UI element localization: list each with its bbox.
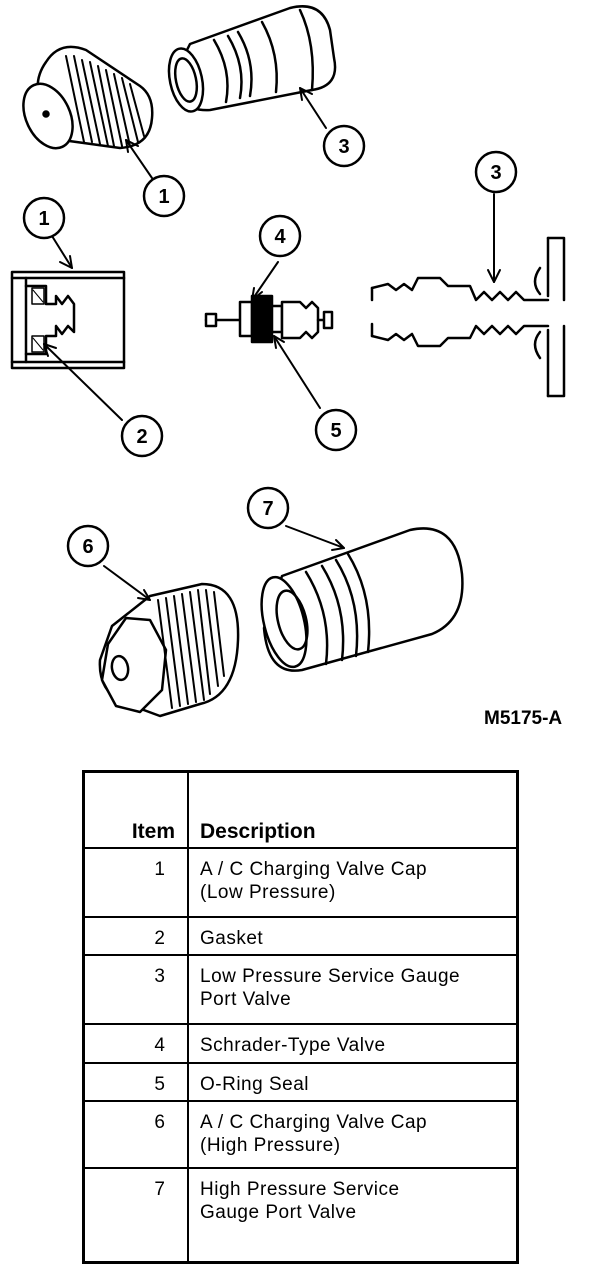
callout-5: 5 xyxy=(314,408,358,452)
item-number: 7 xyxy=(82,1167,189,1264)
item-description: High Pressure Service Gauge Port Valve xyxy=(187,1167,519,1264)
item-number: 2 xyxy=(82,916,189,956)
header-item: Item xyxy=(82,770,189,849)
item-number: 1 xyxy=(82,847,189,918)
callout-4: 4 xyxy=(258,214,302,258)
description-line: Schrader-Type Valve xyxy=(200,1035,386,1056)
svg-text:7: 7 xyxy=(262,498,273,520)
table-row: 3 Low Pressure Service Gauge Port Valve xyxy=(82,954,519,1025)
item-number: 4 xyxy=(82,1023,189,1064)
item-number: 3 xyxy=(82,954,189,1025)
item-number: 5 xyxy=(82,1062,189,1102)
svg-text:3: 3 xyxy=(490,162,501,184)
callout-3a: 3 xyxy=(322,124,366,168)
table-row: 4 Schrader-Type Valve xyxy=(82,1023,519,1064)
item-number: 6 xyxy=(82,1100,189,1169)
parts-legend-table: Item Description 1 A / C Charging Valve … xyxy=(82,770,519,1264)
low-pressure-cap-section-drawing xyxy=(10,270,126,370)
description-line: O-Ring Seal xyxy=(200,1074,309,1095)
description-line: High Pressure Service xyxy=(200,1179,400,1200)
item-description: Gasket xyxy=(187,916,519,956)
svg-text:4: 4 xyxy=(274,226,286,248)
low-pressure-cap-drawing xyxy=(22,45,154,150)
callout-6: 6 xyxy=(66,524,110,568)
table-row: 6 A / C Charging Valve Cap (High Pressur… xyxy=(82,1100,519,1169)
table-row: 5 O-Ring Seal xyxy=(82,1062,519,1102)
item-description: A / C Charging Valve Cap (Low Pressure) xyxy=(187,847,519,918)
callout-7: 7 xyxy=(246,486,290,530)
callout-2: 2 xyxy=(120,414,164,458)
figure-id: M5175-A xyxy=(484,708,563,729)
schrader-valve-drawing xyxy=(204,294,334,344)
leader-lines xyxy=(43,87,501,601)
description-line: (High Pressure) xyxy=(200,1135,341,1156)
high-pressure-cap-drawing xyxy=(98,582,240,718)
description-line: A / C Charging Valve Cap xyxy=(200,859,428,880)
description-line: Low Pressure Service Gauge xyxy=(200,966,461,987)
description-line: (Low Pressure) xyxy=(200,882,336,903)
callout-1b: 1 xyxy=(22,196,66,240)
low-pressure-port-valve-drawing xyxy=(167,5,337,113)
item-description: Schrader-Type Valve xyxy=(187,1023,519,1064)
port-valve-section-drawing xyxy=(370,236,566,398)
table-header-row: Item Description xyxy=(82,770,519,849)
header-description: Description xyxy=(187,770,519,849)
callout-3b: 3 xyxy=(474,150,518,194)
exploded-parts-diagram: 1 3 1 2 4 5 3 6 7 xyxy=(10,5,566,718)
table-row: 1 A / C Charging Valve Cap (Low Pressure… xyxy=(82,847,519,918)
svg-text:3: 3 xyxy=(338,136,349,158)
description-line: Gauge Port Valve xyxy=(200,1202,357,1223)
callout-1a: 1 xyxy=(142,174,186,218)
svg-text:5: 5 xyxy=(330,420,341,442)
svg-text:6: 6 xyxy=(82,536,93,558)
description-line: A / C Charging Valve Cap xyxy=(200,1112,428,1133)
table-row: 7 High Pressure Service Gauge Port Valve xyxy=(82,1167,519,1264)
description-line: Port Valve xyxy=(200,989,292,1010)
svg-text:1: 1 xyxy=(158,186,169,208)
description-line: Gasket xyxy=(200,928,264,949)
high-pressure-port-valve-drawing xyxy=(260,527,464,672)
item-description: Low Pressure Service Gauge Port Valve xyxy=(187,954,519,1025)
table-row: 2 Gasket xyxy=(82,916,519,956)
item-description: O-Ring Seal xyxy=(187,1062,519,1102)
item-description: A / C Charging Valve Cap (High Pressure) xyxy=(187,1100,519,1169)
svg-text:1: 1 xyxy=(38,208,49,230)
svg-text:2: 2 xyxy=(136,426,147,448)
